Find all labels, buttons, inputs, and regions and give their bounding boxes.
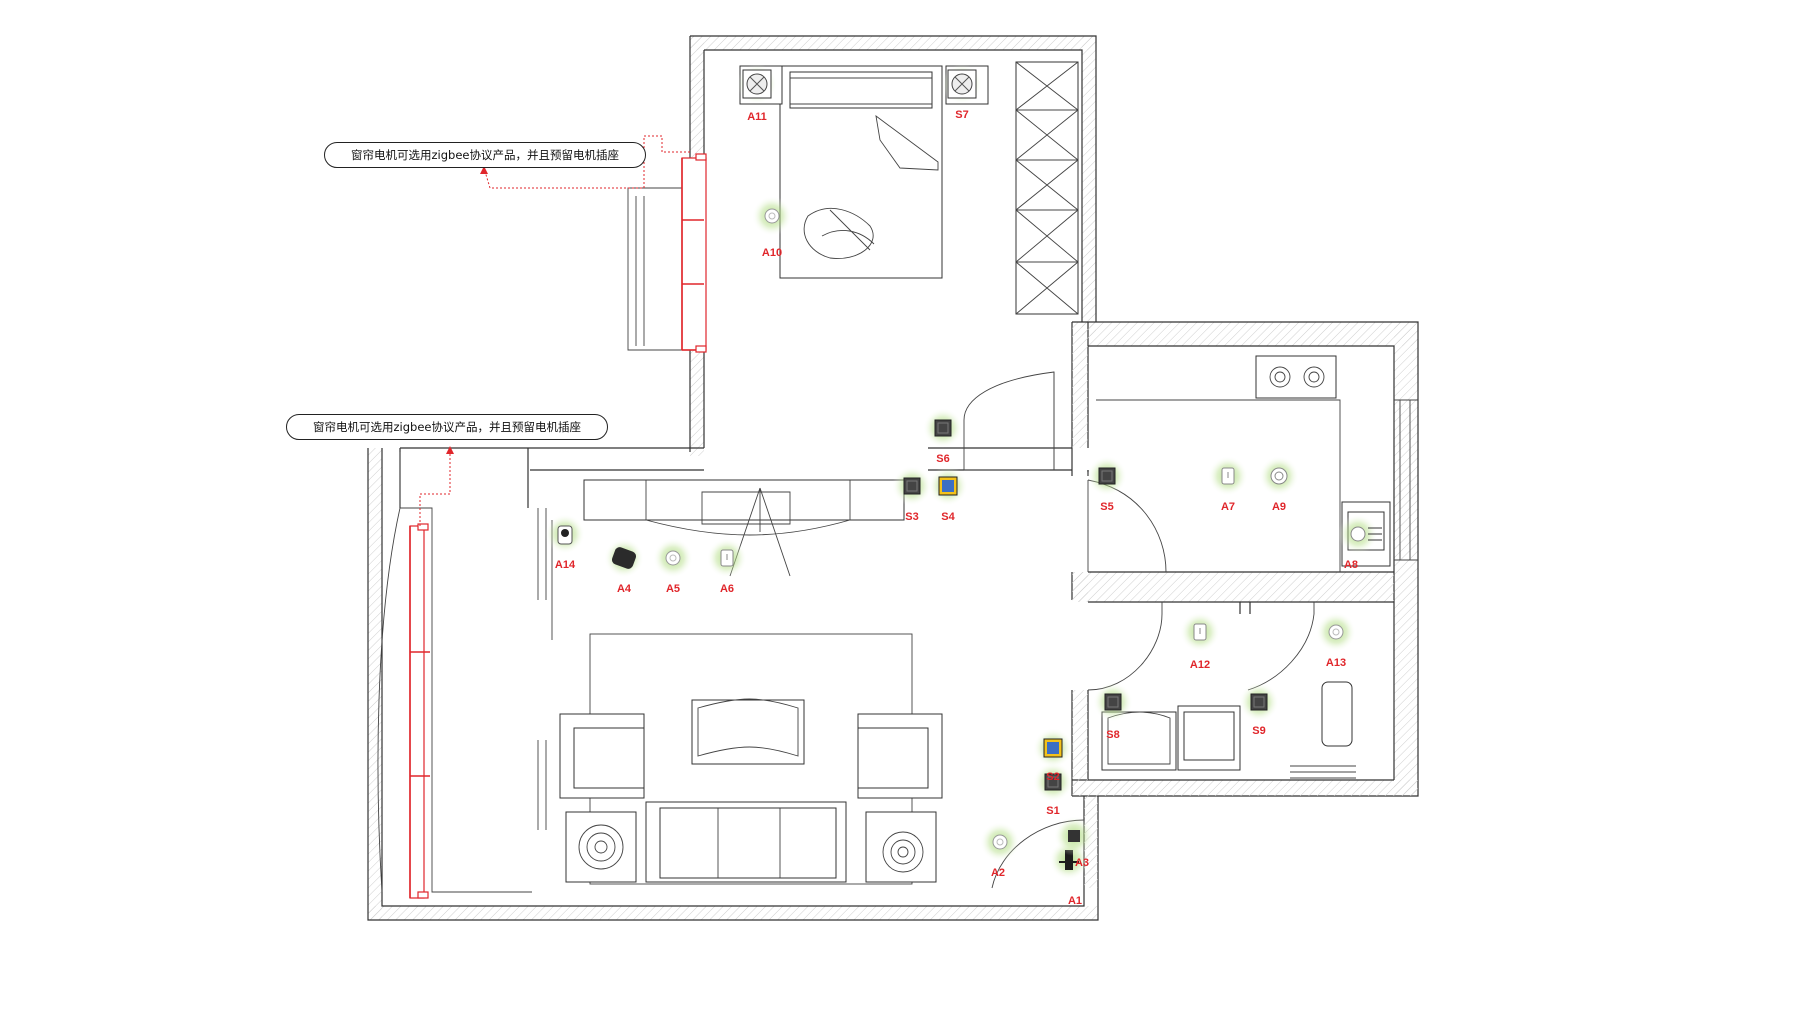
device-s4: S4 xyxy=(928,466,968,523)
device-a14: A14 xyxy=(545,514,585,571)
door-lock-icon xyxy=(1059,850,1079,870)
device-a4: A4 xyxy=(604,538,644,595)
device-label: A10 xyxy=(762,247,782,259)
living-note-leader xyxy=(419,448,451,526)
device-s6: S6 xyxy=(923,408,963,465)
ceiling-sensor-icon xyxy=(764,208,780,224)
wall-switch-icon xyxy=(903,477,921,495)
device-a13: A13 xyxy=(1316,612,1356,669)
device-label: S1 xyxy=(1046,805,1059,817)
socket-icon xyxy=(720,549,734,567)
device-label: A4 xyxy=(617,583,632,595)
wall-switch-icon xyxy=(1044,773,1062,791)
device-label: A2 xyxy=(991,867,1005,879)
device-a12: A12 xyxy=(1180,612,1220,671)
device-label: A9 xyxy=(1272,501,1286,513)
living-curtain-track xyxy=(409,525,425,899)
device-label: S5 xyxy=(1100,501,1113,513)
device-a11: A11 xyxy=(737,64,777,123)
device-label: A7 xyxy=(1221,501,1235,513)
wall-switch-icon xyxy=(1104,693,1122,711)
device-s9: S9 xyxy=(1239,682,1279,737)
device-a2: A2 xyxy=(980,822,1020,879)
device-label: A12 xyxy=(1190,659,1210,671)
hub-gateway-icon xyxy=(611,547,637,569)
scene-panel-icon xyxy=(938,476,958,496)
device-s8: S8 xyxy=(1093,682,1133,741)
device-label: S3 xyxy=(905,511,918,523)
bedside-switch-icon xyxy=(742,69,772,99)
ceiling-sensor-icon xyxy=(992,834,1008,850)
ceiling-sensor-icon xyxy=(1328,624,1344,640)
bedroom-curtain-track xyxy=(681,157,707,351)
living-curtain-note: 窗帘电机可选用zigbee协议产品，并且预留电机插座 xyxy=(286,414,608,440)
device-label: S6 xyxy=(936,453,949,465)
bedside-switch-icon xyxy=(947,69,977,99)
device-a7: A7 xyxy=(1208,456,1248,513)
device-a8: A8 xyxy=(1338,514,1382,571)
smoke-detector-icon xyxy=(1270,467,1288,485)
scene-panel-icon xyxy=(1043,738,1063,758)
wall-switch-icon xyxy=(1250,693,1268,711)
device-a6: A6 xyxy=(707,538,747,595)
wall-sensor-icon xyxy=(1193,623,1207,641)
walls xyxy=(367,35,1419,921)
wall-switch-icon xyxy=(934,419,952,437)
device-label: A13 xyxy=(1326,657,1346,669)
leak-sensor-icon xyxy=(1350,526,1382,542)
curtains xyxy=(409,153,707,899)
device-a10: A10 xyxy=(752,196,792,259)
bedroom-note-leader xyxy=(483,135,690,189)
device-s3: S3 xyxy=(892,466,932,523)
device-label: A6 xyxy=(720,583,734,595)
device-a9: A9 xyxy=(1259,456,1299,513)
device-label: A1 xyxy=(1068,895,1082,907)
device-a5: A5 xyxy=(653,538,693,595)
device-s1: S1 xyxy=(1033,762,1073,817)
wall-sensor-icon xyxy=(1221,467,1235,485)
device-label: S8 xyxy=(1106,729,1119,741)
device-s7: S7 xyxy=(942,64,982,121)
ceiling-sensor-icon xyxy=(665,550,681,566)
device-s5: S5 xyxy=(1087,456,1127,513)
device-label: A5 xyxy=(666,583,680,595)
device-label: S9 xyxy=(1252,725,1265,737)
device-label: A8 xyxy=(1344,559,1358,571)
furniture xyxy=(559,65,1391,889)
camera-icon xyxy=(557,525,573,545)
device-s2: S2 xyxy=(1033,728,1073,783)
device-label: A3 xyxy=(1075,857,1089,869)
device-a3: A3 xyxy=(1054,816,1094,869)
device-label: A14 xyxy=(555,559,576,571)
speaker-icon xyxy=(1068,830,1080,842)
device-label: A11 xyxy=(747,111,767,123)
device-label: S4 xyxy=(941,511,955,523)
wall-switch-icon xyxy=(1098,467,1116,485)
bedroom-curtain-note: 窗帘电机可选用zigbee协议产品，并且预留电机插座 xyxy=(324,142,646,168)
device-label: S2 xyxy=(1046,771,1059,783)
device-label: S7 xyxy=(955,109,968,121)
